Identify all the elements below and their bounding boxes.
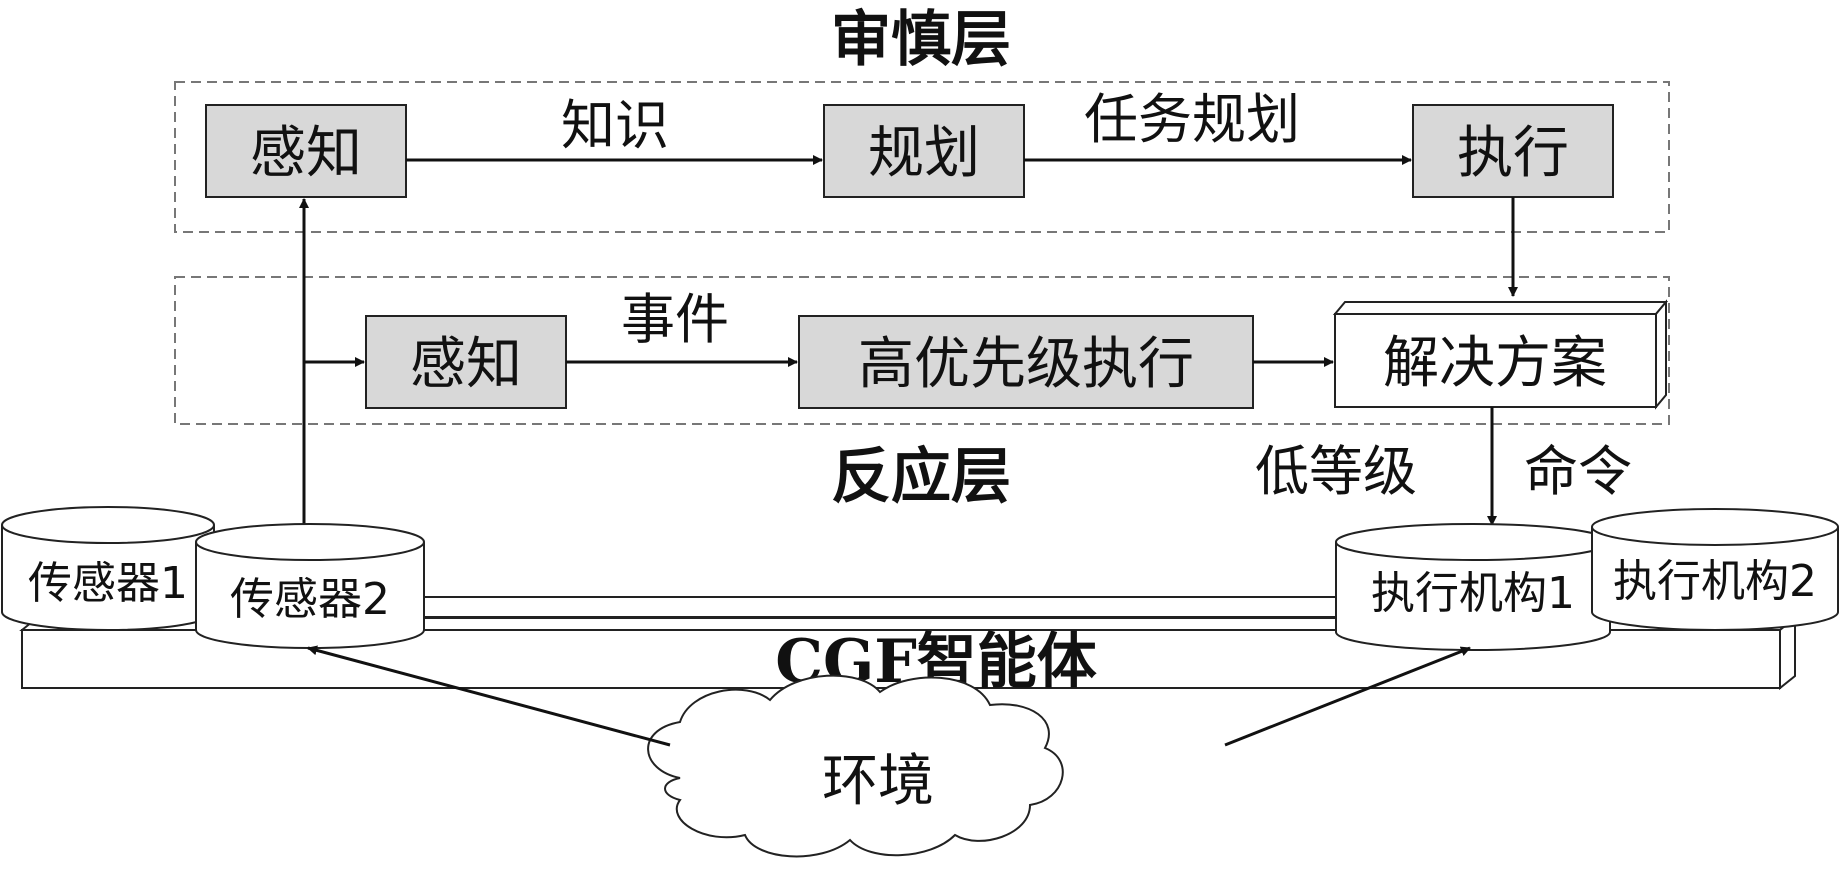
execute-label: 执行: [1457, 121, 1569, 186]
deliberative-layer-frame: [174, 81, 1670, 233]
plan-box: 规划: [823, 104, 1025, 198]
reactive-perceive-label: 感知: [410, 332, 522, 397]
task-plan-label: 任务规划: [1084, 88, 1300, 151]
sensor1-label: 传感器1: [28, 558, 188, 609]
execute-box: 执行: [1412, 104, 1614, 198]
deliberative-perceive-box: 感知: [205, 104, 407, 198]
reactive-layer-title: 反应层: [831, 442, 1011, 512]
event-label: 事件: [621, 288, 729, 351]
environment-cloud: 环境: [647, 674, 1064, 858]
low-level-label: 低等级: [1255, 440, 1417, 503]
environment-to-sensor-arrow: [307, 645, 671, 747]
plan-label: 规划: [868, 121, 980, 186]
deliberative-perceive-label: 感知: [250, 121, 362, 186]
solution-box: 解决方案: [1332, 299, 1669, 410]
sensor2-cylinder: 传感器2: [195, 523, 425, 649]
high-priority-label: 高优先级执行: [858, 332, 1194, 397]
actuator1-label: 执行机构1: [1371, 568, 1575, 619]
deliberative-layer-title: 审慎层: [831, 5, 1011, 75]
reactive-perceive-box: 感知: [365, 315, 567, 409]
reactive-layer-frame: [174, 276, 1670, 425]
knowledge-label: 知识: [561, 94, 669, 157]
environment-label: 环境: [822, 749, 934, 814]
actuator-environment-arrow: [1224, 646, 1471, 747]
sensor1-cylinder: 传感器1: [1, 506, 215, 631]
actuator2-label: 执行机构2: [1613, 556, 1817, 607]
sensor2-label: 传感器2: [230, 574, 390, 625]
high-priority-box: 高优先级执行: [798, 315, 1254, 409]
actuator1-cylinder: 执行机构1: [1335, 523, 1611, 651]
agent-bus: [419, 596, 1351, 618]
actuator2-cylinder: 执行机构2: [1591, 508, 1839, 631]
command-label: 命令: [1524, 440, 1632, 503]
solution-label: 解决方案: [1383, 331, 1607, 396]
